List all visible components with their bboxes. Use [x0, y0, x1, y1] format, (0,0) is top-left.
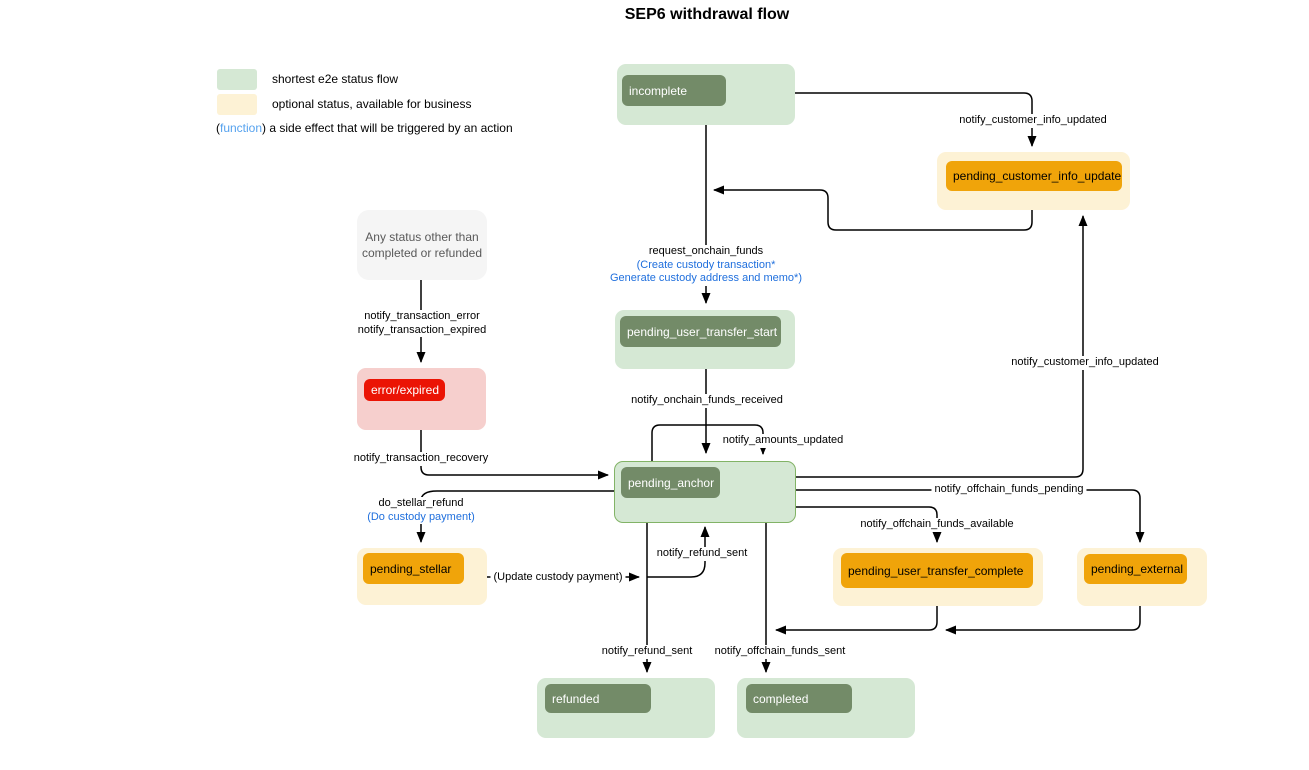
- edge-label-notify-offchain-funds-sent: notify_offchain_funds_sent: [711, 645, 849, 659]
- edge-label-notify-transaction-expired-line2: notify_transaction_expired: [357, 323, 487, 336]
- diagram-title: SEP6 withdrawal flow: [624, 6, 790, 23]
- edge-pending-customer-info-update-return: [713, 185, 1033, 231]
- edge-label-request-onchain-funds: request_onchain_funds (Create custody tr…: [607, 245, 805, 286]
- node-pending-external-label: pending_external: [1084, 554, 1187, 584]
- legend-green-swatch: [217, 69, 257, 90]
- node-completed-label: completed: [746, 684, 852, 713]
- node-any-status-note: Any status other than completed or refun…: [357, 210, 487, 280]
- edge-incomplete-to-pending-customer-info-update: [795, 92, 1037, 147]
- legend-yellow-swatch: [217, 94, 257, 115]
- node-incomplete-label: incomplete: [622, 75, 726, 106]
- node-pending-anchor: pending_anchor: [614, 461, 796, 523]
- legend-function-note: (function) a side effect that will be tr…: [216, 118, 513, 139]
- any-status-note-line2: completed or refunded: [361, 246, 483, 260]
- node-incomplete: incomplete: [617, 64, 795, 125]
- node-pending-customer-info-update-label: pending_customer_info_update: [946, 161, 1122, 191]
- any-status-note-text: Any status other than completed or refun…: [362, 229, 482, 261]
- node-refunded-label: refunded: [545, 684, 651, 713]
- node-error-expired: error/expired: [357, 368, 486, 430]
- edge-pending-anchor-to-pending-user-transfer-complete: [794, 506, 942, 543]
- edge-label-notify-refund-sent-to-refunded: notify_refund_sent: [598, 645, 696, 659]
- edge-label-do-stellar-refund-action: do_stellar_refund: [378, 497, 464, 509]
- edge-pending-anchor-to-pending-external: [794, 489, 1145, 543]
- edge-label-notify-amounts-updated: notify_amounts_updated: [719, 434, 847, 448]
- legend-green-label: shortest e2e status flow: [272, 72, 399, 86]
- node-completed: completed: [737, 678, 915, 738]
- edge-error-expired-to-pending-anchor: [420, 430, 609, 480]
- edge-pending-external-merge: [945, 606, 1141, 635]
- edge-pending-user-transfer-complete-merge: [775, 606, 938, 635]
- node-pending-anchor-label: pending_anchor: [621, 467, 720, 498]
- legend-open-paren: (: [216, 121, 220, 135]
- node-error-expired-label: error/expired: [364, 379, 445, 401]
- edge-refund-junction-to-pending-anchor: [647, 526, 710, 578]
- edge-pending-anchor-to-pending-customer-info-update: [794, 215, 1088, 478]
- node-pending-user-transfer-start-label: pending_user_transfer_start: [620, 316, 781, 347]
- edge-label-notify-transaction-error-line1: notify_transaction_error: [364, 310, 480, 322]
- edge-label-notify-customer-info-updated-right: notify_customer_info_updated: [1008, 356, 1162, 370]
- legend-function-rest: ) a side effect that will be triggered b…: [262, 121, 513, 135]
- node-refunded: refunded: [537, 678, 715, 738]
- edge-label-create-custody-transaction: (Create custody transaction*: [636, 258, 776, 271]
- legend-yellow-label: optional status, available for business: [272, 97, 472, 111]
- legend-function-word: function: [220, 121, 263, 135]
- node-pending-stellar: pending_stellar: [357, 548, 487, 605]
- edge-label-do-custody-payment: (Do custody payment): [367, 510, 475, 523]
- edge-label-notify-transaction-recovery: notify_transaction_recovery: [350, 452, 492, 466]
- node-pending-stellar-label: pending_stellar: [363, 553, 464, 584]
- edge-label-notify-transaction-error: notify_transaction_error notify_transact…: [354, 310, 490, 337]
- node-pending-user-transfer-start: pending_user_transfer_start: [615, 310, 795, 369]
- edge-label-update-custody-payment: (Update custody payment): [490, 571, 626, 585]
- edge-label-request-onchain-funds-action: request_onchain_funds: [648, 245, 764, 257]
- node-pending-external: pending_external: [1077, 548, 1207, 606]
- any-status-note-line1: Any status other than: [365, 230, 479, 244]
- node-pending-user-transfer-complete-label: pending_user_transfer_complete: [841, 553, 1033, 588]
- node-pending-user-transfer-complete: pending_user_transfer_complete: [833, 548, 1043, 606]
- edge-label-notify-refund-sent-to-anchor: notify_refund_sent: [653, 547, 751, 561]
- edge-pending-anchor-self-loop: [651, 424, 768, 461]
- edge-label-notify-onchain-funds-received: notify_onchain_funds_received: [628, 394, 786, 408]
- edge-label-notify-offchain-funds-available: notify_offchain_funds_available: [857, 518, 1017, 532]
- edge-label-do-stellar-refund: do_stellar_refund (Do custody payment): [364, 497, 478, 524]
- edge-label-notify-offchain-funds-pending: notify_offchain_funds_pending: [931, 483, 1087, 497]
- edge-label-generate-custody-address: Generate custody address and memo*): [610, 272, 802, 284]
- edge-label-notify-customer-info-updated-top: notify_customer_info_updated: [956, 114, 1110, 128]
- node-pending-customer-info-update: pending_customer_info_update: [937, 152, 1130, 210]
